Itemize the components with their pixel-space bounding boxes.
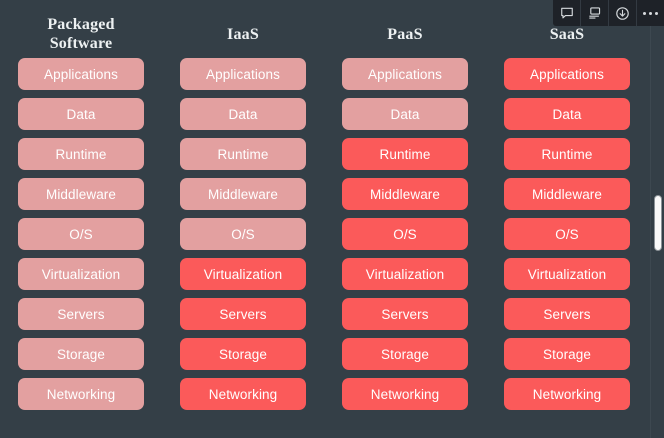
- layer-box[interactable]: Virtualization: [342, 258, 468, 290]
- more-options-icon[interactable]: [637, 0, 664, 26]
- column-title: IaaS: [227, 25, 259, 43]
- layer-box[interactable]: Middleware: [18, 178, 144, 210]
- download-icon[interactable]: [609, 0, 637, 26]
- vertical-scrollbar-track[interactable]: [650, 0, 664, 438]
- comment-icon[interactable]: [553, 0, 581, 26]
- layer-box[interactable]: O/S: [342, 218, 468, 250]
- layer-box[interactable]: Storage: [18, 338, 144, 370]
- layer-box[interactable]: Runtime: [180, 138, 306, 170]
- layer-box[interactable]: Networking: [18, 378, 144, 410]
- layer-box[interactable]: Applications: [342, 58, 468, 90]
- layer-box[interactable]: Applications: [180, 58, 306, 90]
- layer-box[interactable]: Servers: [342, 298, 468, 330]
- layer-box[interactable]: Virtualization: [18, 258, 144, 290]
- layer-box[interactable]: Storage: [180, 338, 306, 370]
- column-title: SaaS: [549, 25, 585, 43]
- layer-box[interactable]: Networking: [342, 378, 468, 410]
- floating-toolbar: [553, 0, 664, 26]
- layer-box[interactable]: Data: [504, 98, 630, 130]
- layer-box[interactable]: Middleware: [180, 178, 306, 210]
- layer-box[interactable]: Runtime: [342, 138, 468, 170]
- layer-box[interactable]: O/S: [504, 218, 630, 250]
- layer-box[interactable]: Storage: [504, 338, 630, 370]
- layer-box[interactable]: Data: [342, 98, 468, 130]
- layer-box[interactable]: Storage: [342, 338, 468, 370]
- column-title: Packaged Software: [47, 16, 115, 52]
- layer-box[interactable]: Data: [18, 98, 144, 130]
- layer-box[interactable]: O/S: [180, 218, 306, 250]
- layer-box[interactable]: Servers: [180, 298, 306, 330]
- layer-box[interactable]: Servers: [504, 298, 630, 330]
- layer-box[interactable]: Virtualization: [504, 258, 630, 290]
- layer-box[interactable]: Networking: [504, 378, 630, 410]
- layer-box[interactable]: Networking: [180, 378, 306, 410]
- layer-box[interactable]: Applications: [504, 58, 630, 90]
- vertical-scrollbar-thumb[interactable]: [654, 195, 662, 251]
- layer-box[interactable]: Runtime: [504, 138, 630, 170]
- column-title: PaaS: [387, 25, 423, 43]
- layer-box[interactable]: Data: [180, 98, 306, 130]
- layer-box[interactable]: O/S: [18, 218, 144, 250]
- more-options-dots: [643, 11, 658, 15]
- present-icon[interactable]: [581, 0, 609, 26]
- layer-box[interactable]: Virtualization: [180, 258, 306, 290]
- layer-box[interactable]: Middleware: [342, 178, 468, 210]
- layer-box[interactable]: Applications: [18, 58, 144, 90]
- layer-box[interactable]: Servers: [18, 298, 144, 330]
- layer-box[interactable]: Middleware: [504, 178, 630, 210]
- layer-box[interactable]: Runtime: [18, 138, 144, 170]
